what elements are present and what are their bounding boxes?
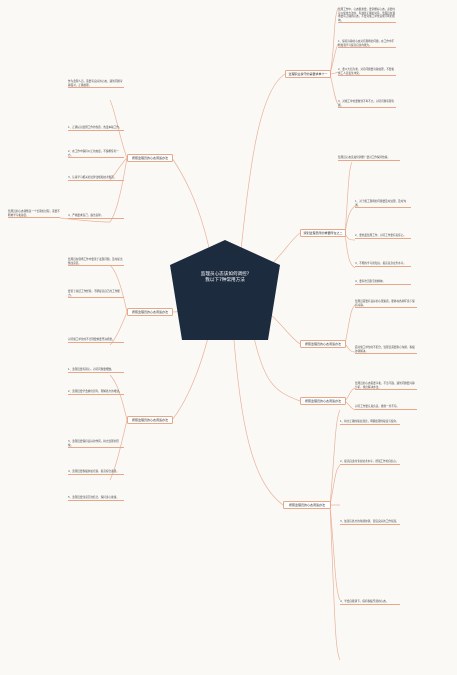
text-r2-a: 监理员心态该如何调整？要对工作保持热情。 xyxy=(338,156,400,161)
text-r5-d: 4、学会自我调节，保持积极乐观的心态。 xyxy=(340,600,400,605)
central-topic-pentagon[interactable] xyxy=(170,240,280,340)
text-l1-a: 作为监理人员，需要有良好的心态，遇到问题冷静面对，正确处理。 xyxy=(68,80,124,89)
text-l3-d: 4、监理员要积极参加培训，提高综合素质。 xyxy=(68,470,124,475)
text-r5-a: 1、树立正确的职业观念，明确监理的职责与使命。 xyxy=(340,420,400,425)
text-l2-a: 监理员在现场工作中要善于发现问题，及时提出整改意见。 xyxy=(68,258,124,267)
text-l3-c: 3、监理员要保持良好的作风，树立监理的形象。 xyxy=(68,440,124,449)
central-topic-line2: 我以下7种常用方法 xyxy=(205,278,245,284)
text-r4-a: 监理员的心态需要平和，不急不躁，遇到问题要冷静分析，找出解决办法。 xyxy=(355,382,417,391)
text-left-note: 监理员的心态调整是一个长期的过程，需要不断地学习和总结。 xyxy=(8,210,60,219)
text-l1-c: 2、在工作中保持公正的态度，不偏袒任何一方。 xyxy=(68,150,124,159)
text-r5-c: 3、加强与各方的沟通协调，营造良好的工作氛围。 xyxy=(340,520,400,525)
text-l1-e: 4、严格要求自己，廉洁自律。 xyxy=(68,214,124,219)
text-r1-b: 1、保持冷静的心态对待现场的问题，在工作中不断加强学习提高自身的能力。 xyxy=(338,40,396,49)
text-l3-b: 2、监理员要学会换位思考，理解各方的难处。 xyxy=(68,390,124,395)
central-topic-line1: 监理员心态该如何调控? xyxy=(200,272,250,277)
branch-right-5[interactable]: 按照监理员的心态调适办法 xyxy=(283,501,331,509)
text-r4-b: 对待工作要认真负责，做到一丝不苟。 xyxy=(355,405,417,410)
text-r2-d: 3、不断的学习新知识，提高自身业务水平。 xyxy=(355,262,411,267)
branch-right-3[interactable]: 按照监理员的心态调适办法 xyxy=(300,340,346,348)
text-l3-e: 5、监理员要注意劳逸结合，保持身心健康。 xyxy=(68,496,124,501)
branch-left-2[interactable]: 按照监理员的心态调适办法 xyxy=(127,308,173,316)
text-r1-a: 监理工作中，心态很重要，要调整好心态，必要时可以使用方法的，有效并正确的对待。监… xyxy=(338,8,396,24)
text-r1-d: 3、对施工单位要做到不卑不亢，对待问题有理有据。 xyxy=(338,100,396,109)
text-r1-c: 2、要以大局为重，对待问题要冷静处理，不要和施工人员发生冲突。 xyxy=(338,68,396,77)
text-l1-b: 1、正确认识监理工作的性质，热爱本职工作。 xyxy=(68,126,124,131)
text-r2-e: 4、要有吃苦耐劳的精神。 xyxy=(355,280,411,285)
text-r3-a: 监理员需要有良好的心理素质，能够在各种环境下保持冷静。 xyxy=(355,300,417,309)
branch-left-3[interactable]: 按照监理员的心态调适办法 xyxy=(127,416,173,424)
branch-right-1[interactable]: 监理职业操守的第要求单十一 xyxy=(285,70,331,78)
text-r3-b: 面对施工单位的不配合，监理员需要耐心沟通，积极协调解决。 xyxy=(355,346,417,355)
text-r2-b: 1、对于施工现场的问题要及时处理，及时沟通。 xyxy=(355,200,411,209)
central-topic[interactable]: 监理员心态该如何调控? 我以下7种常用方法 xyxy=(184,272,266,284)
text-r2-c: 2、要热爱监理工作，对待工作要有责任心。 xyxy=(355,234,411,239)
text-l3-a: 1、监理员要有耐心，对待问题要细致。 xyxy=(68,368,124,373)
branch-left-1[interactable]: 按照监理员的心态调适办法 xyxy=(127,154,173,162)
branch-right-4[interactable]: 按照监理员的心态调适办法 xyxy=(300,397,346,405)
text-l2-b: 要善于总结工作经验，不断提高自己的工作能力。 xyxy=(68,290,124,299)
branch-right-2[interactable]: 辨别监理员所的重要所在之二 xyxy=(300,229,346,237)
text-l1-d: 3、认真学习相关的法律法规和技术规范。 xyxy=(68,176,124,181)
text-r5-b: 2、提高自身的专业技术水平，增强工作的自信心。 xyxy=(340,460,400,465)
text-l2-c: 对待施工单位的不合理要求要坚决拒绝。 xyxy=(68,338,124,343)
